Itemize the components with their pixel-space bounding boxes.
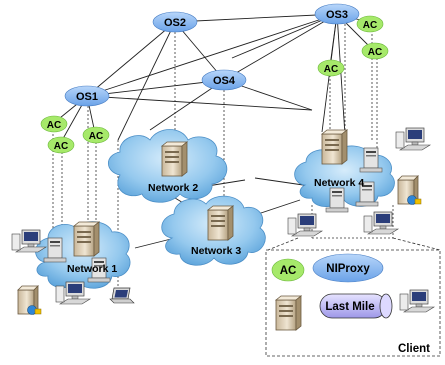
server-icon	[161, 141, 188, 177]
os-label: OS4	[213, 75, 236, 87]
os-node-os4: OS4	[201, 69, 247, 91]
svg-text:Last Mile: Last Mile	[325, 301, 374, 313]
laptop-icon	[109, 287, 135, 304]
os-label: OS3	[326, 9, 348, 21]
web-server-icon	[397, 175, 422, 205]
server-icon	[207, 205, 234, 241]
network-1-label: Network 1	[67, 263, 117, 275]
client-label: Client	[398, 343, 430, 355]
svg-text:AC: AC	[368, 47, 382, 58]
ac-node: AC	[40, 115, 68, 133]
ac-node: AC	[82, 126, 110, 144]
network-2-label: Network 2	[148, 182, 198, 194]
ac-node: AC	[317, 59, 345, 77]
ac-node: AC	[47, 136, 75, 154]
os-node-os3: OS3	[314, 3, 360, 25]
niproxy-server-icon	[275, 295, 302, 331]
web-server-icon	[17, 285, 42, 315]
svg-text:AC: AC	[324, 64, 338, 75]
svg-text:AC: AC	[280, 265, 297, 277]
svg-text:AC: AC	[89, 131, 103, 142]
legend-niproxy: NIProxy	[312, 253, 384, 283]
network-3-label: Network 3	[191, 245, 241, 257]
svg-text:AC: AC	[363, 20, 377, 31]
client-inset: AC NIProxy Last Mile Client	[265, 237, 441, 357]
legend-ac: AC	[271, 258, 305, 282]
svg-text:AC: AC	[47, 120, 61, 131]
os-label: OS1	[76, 91, 98, 103]
server-icon	[321, 129, 348, 165]
server-icon	[73, 221, 100, 257]
ac-node: AC	[356, 15, 384, 33]
svg-text:NIProxy: NIProxy	[326, 263, 370, 275]
workstation-icon	[287, 213, 323, 237]
os-label: OS2	[164, 17, 186, 29]
workstation-icon	[395, 127, 431, 151]
os-node-os1: OS1	[64, 85, 110, 107]
os-node-os2: OS2	[152, 11, 198, 33]
last-mile-pipe: Last Mile	[319, 293, 393, 319]
svg-text:AC: AC	[54, 141, 68, 152]
ac-node: AC	[361, 42, 389, 60]
network-4-label: Network 4	[314, 177, 364, 189]
